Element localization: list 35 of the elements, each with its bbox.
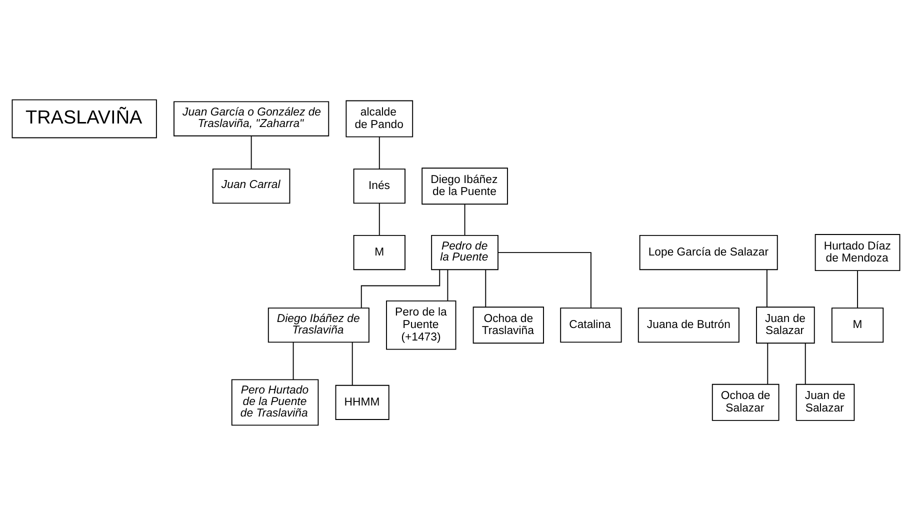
node-box: alcalde de Pando bbox=[346, 100, 414, 137]
connector bbox=[378, 202, 380, 236]
node-box: Juan Carral bbox=[212, 168, 290, 204]
node-box: M bbox=[353, 234, 406, 270]
connector bbox=[378, 136, 380, 169]
node-box: Juana de Butrón bbox=[638, 307, 740, 342]
node-box: Juan García o González de Traslaviña, "Zaharra" bbox=[174, 100, 330, 136]
connector bbox=[485, 268, 486, 307]
connector bbox=[767, 342, 768, 384]
connector bbox=[352, 341, 353, 386]
node-box: HHMM bbox=[335, 384, 390, 420]
node-box: Diego Ibáñez de Traslaviña bbox=[268, 307, 370, 342]
node-box: Ochoa de Salazar bbox=[712, 383, 780, 420]
node-box: Pedro de la Puente bbox=[431, 234, 498, 270]
node-box: Pero de la Puente (+1473) bbox=[386, 300, 456, 350]
connector bbox=[857, 270, 858, 308]
connector bbox=[447, 268, 448, 301]
node-box: Pero Hurtado de la Puente de Traslaviña bbox=[231, 378, 319, 426]
connector bbox=[464, 203, 466, 236]
connector bbox=[498, 252, 592, 308]
node-box: Juan de Salazar bbox=[756, 306, 815, 344]
node-box: TRASLAVIÑA bbox=[12, 98, 157, 138]
node-box: M bbox=[831, 307, 884, 342]
connector bbox=[766, 268, 768, 307]
connector bbox=[360, 268, 440, 308]
node-box: Ochoa de Traslaviña bbox=[472, 306, 544, 344]
connector bbox=[250, 135, 252, 169]
node-box: Lope García de Salazar bbox=[639, 234, 778, 270]
connector bbox=[804, 342, 806, 384]
connector bbox=[292, 341, 294, 380]
node-box: Catalina bbox=[560, 307, 622, 342]
node-box: Juan de Salazar bbox=[796, 383, 855, 420]
node-box: Inés bbox=[353, 168, 406, 204]
node-box: Hurtado Díaz de Mendoza bbox=[814, 234, 900, 271]
node-box: Diego Ibáñez de la Puente bbox=[422, 167, 508, 204]
